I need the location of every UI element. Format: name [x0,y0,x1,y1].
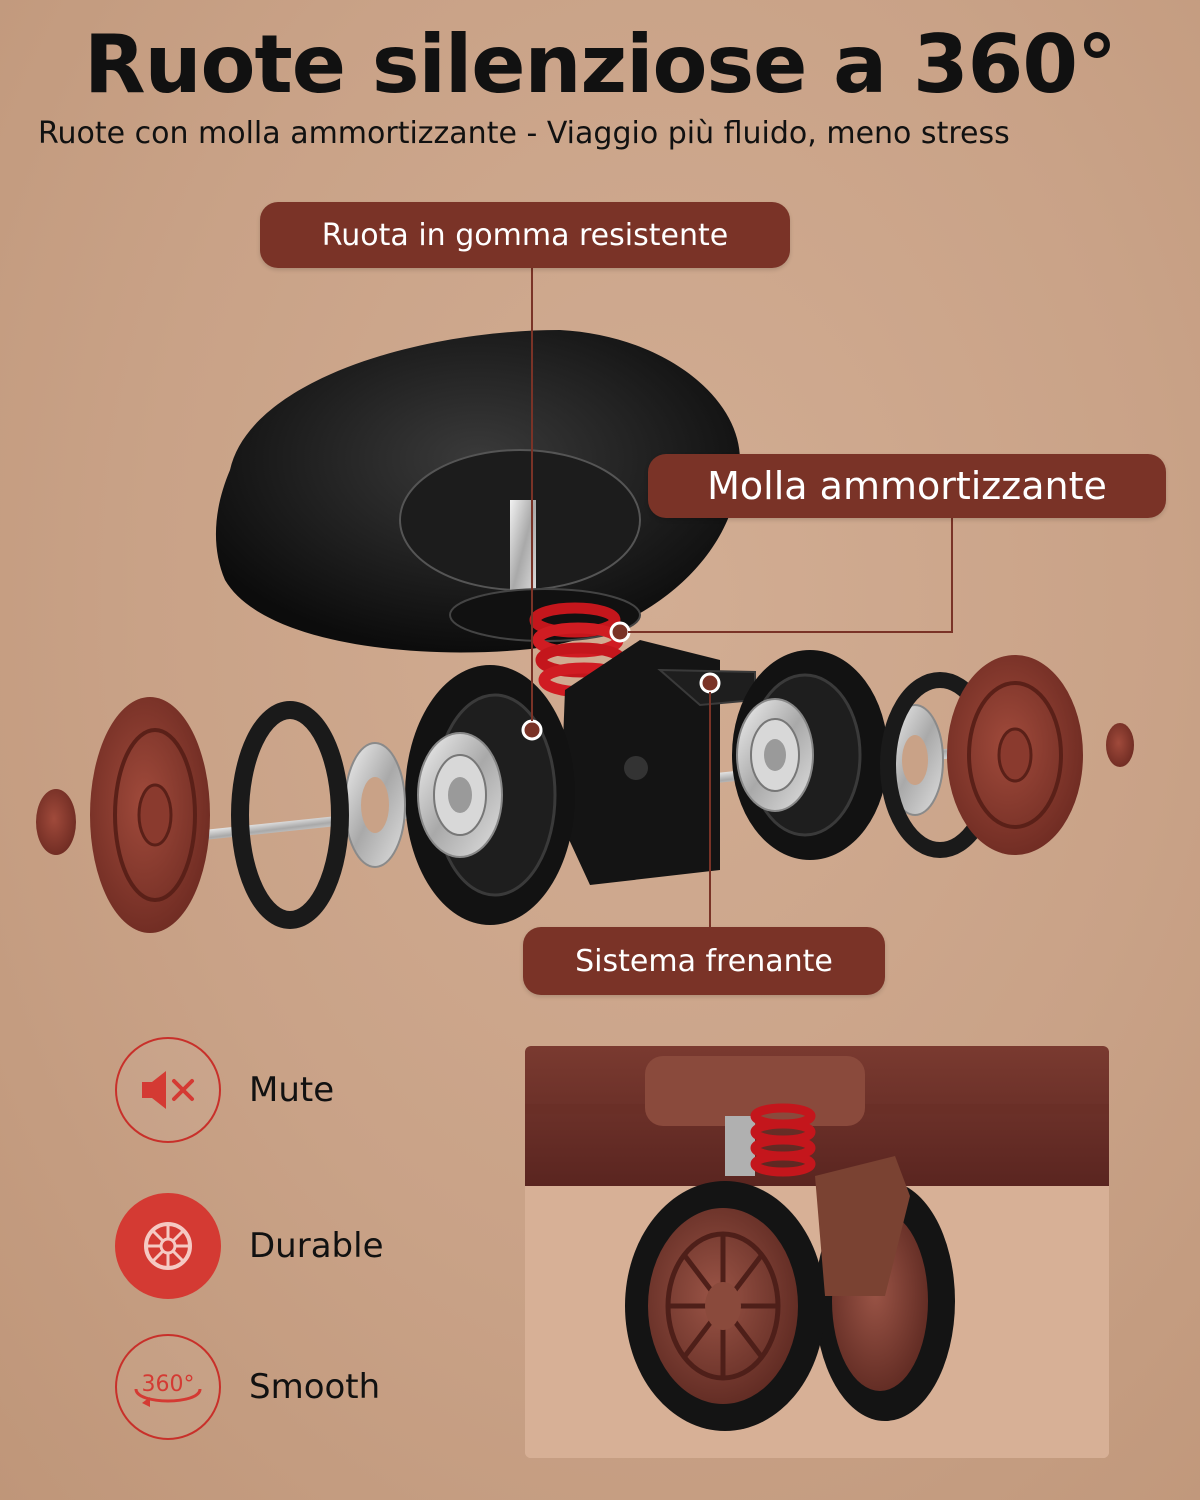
feature-item-mute: Mute [115,1035,445,1145]
swivel-housing [215,330,740,653]
rubber-ring-left [231,701,349,929]
hub-cap-right [947,655,1134,855]
page-title: Ruote silenziose a 360° [83,18,1117,111]
callout-shock-spring: Molla ammortizzante [648,454,1166,518]
wheel-closeup-photo [525,1046,1109,1458]
callout-brake-system: Sistema frenante [523,927,885,995]
feature-label: Mute [249,1070,335,1110]
rotate-360-text: 360° [142,1372,195,1397]
wheel-icon [115,1193,221,1299]
hub-cap-left [36,697,210,933]
flange-washer-right [886,704,944,816]
page-subtitle: Ruote con molla ammortizzante - Viaggio … [38,116,1010,151]
ball-bearing-left [417,732,503,858]
spring-pointer-dot [609,621,631,643]
feature-label: Smooth [249,1367,381,1407]
feature-item-smooth: 360° Smooth [115,1332,445,1442]
flange-washer-left [344,742,406,868]
feature-label: Durable [249,1226,384,1266]
exploded-wheel-diagram [36,268,1134,933]
leader-line-spring [628,518,953,633]
rotate-360-icon: 360° [115,1334,221,1440]
brake-pointer-dot [699,672,721,694]
speaker-mute-icon [115,1037,221,1143]
callout-rubber-wheel: Ruota in gomma resistente [260,202,790,268]
feature-item-durable: Durable [115,1191,445,1301]
ball-bearing-right [736,698,814,812]
wheel-pointer-dot [521,719,543,741]
wheel-fork [560,640,756,885]
